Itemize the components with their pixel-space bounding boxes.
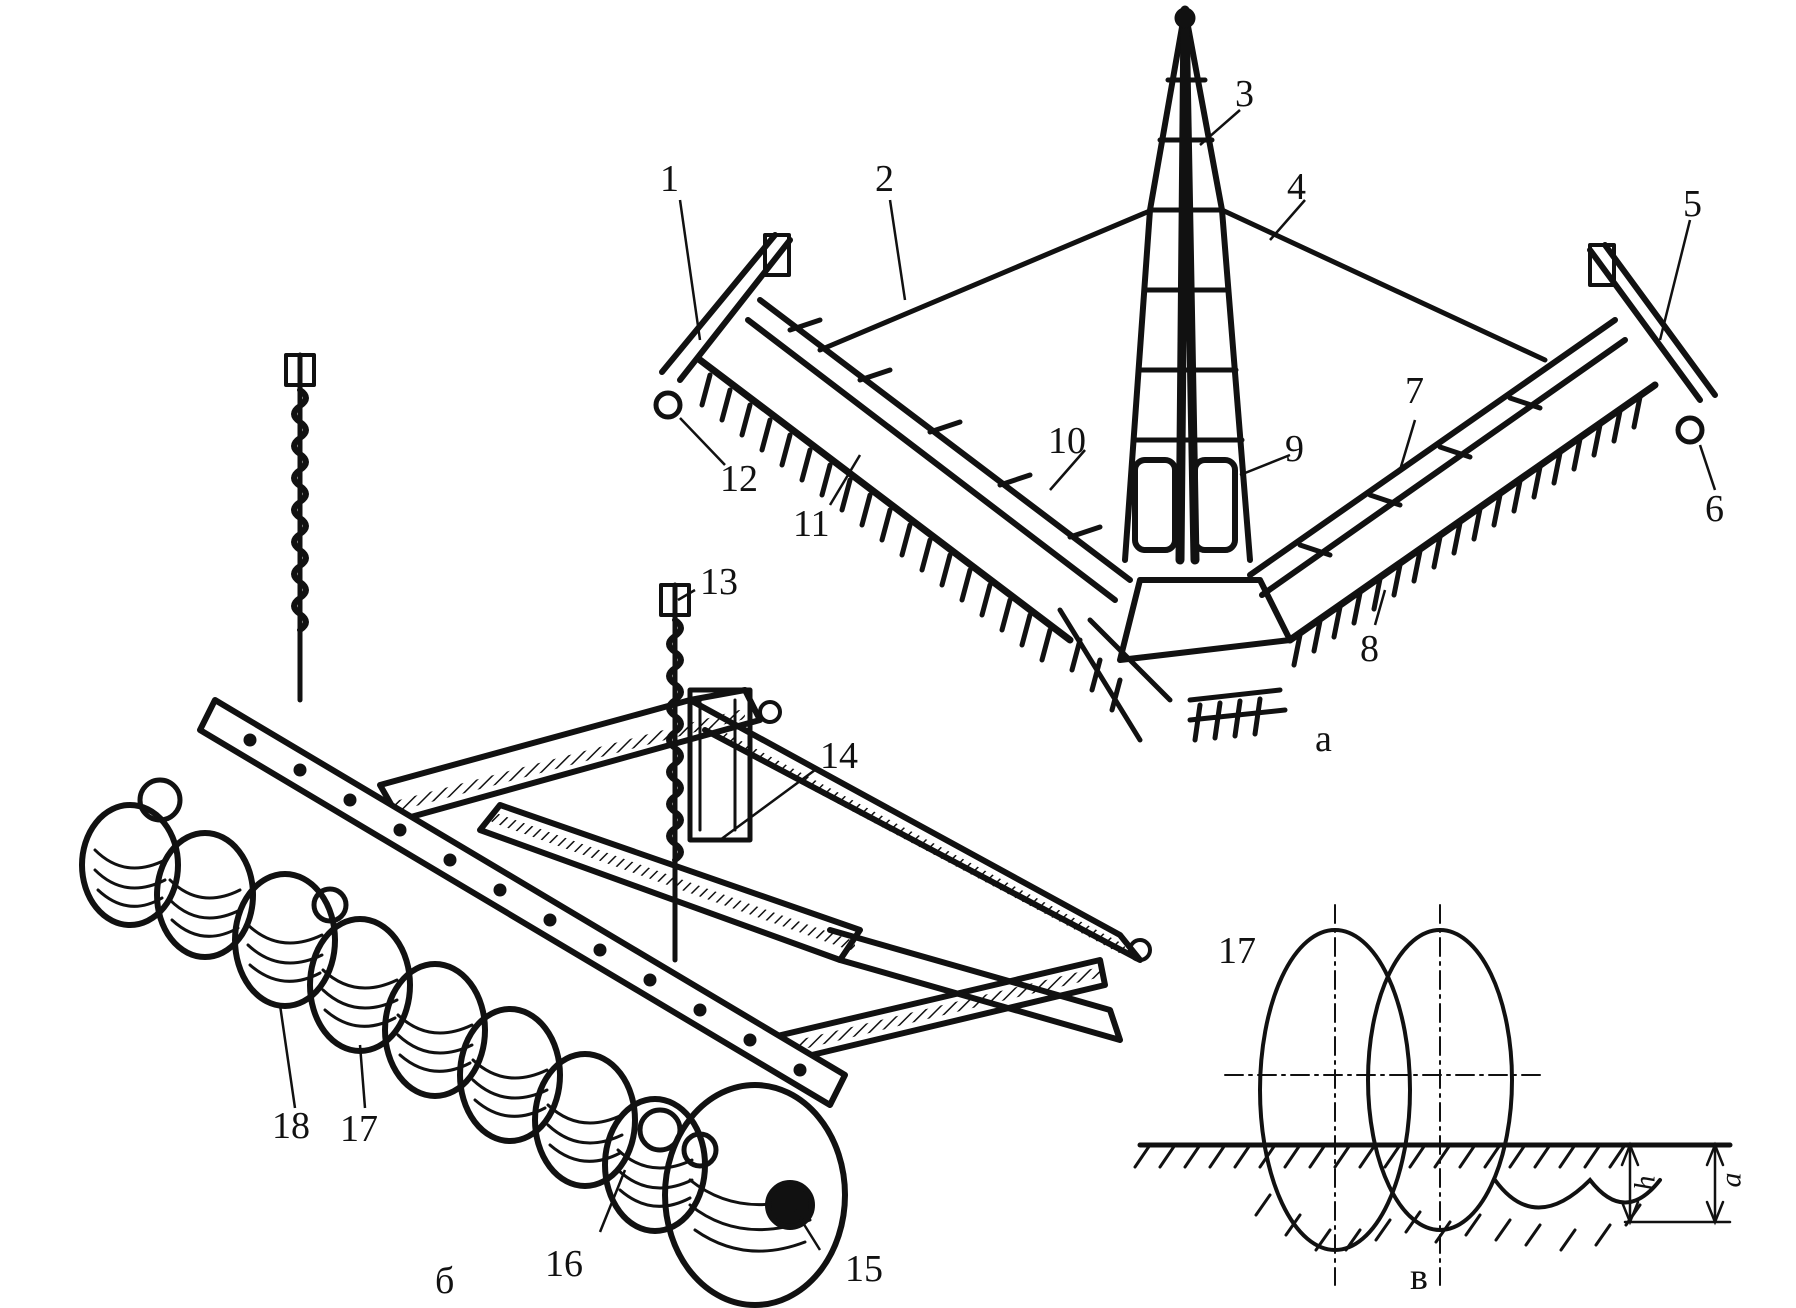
soil-hatching: [1133, 1143, 1627, 1169]
center-front-tines: [1057, 607, 1288, 743]
left-end-bracket: [653, 232, 793, 420]
left-harrow-beam: [696, 297, 1133, 644]
callout-3: 3: [1235, 73, 1254, 115]
dimension-marks: [1620, 1141, 1732, 1226]
disc-label-17: 17: [1218, 930, 1256, 972]
panel-b-leaders: [278, 588, 822, 1251]
panel-b-disc-harrow: [79, 352, 1152, 1308]
callout-15: 15: [845, 1248, 883, 1290]
center-lines: [1224, 904, 1546, 1286]
callout-14: 14: [820, 735, 858, 777]
panel-a-leaders: [678, 109, 1717, 626]
panel-label-a: a: [1315, 718, 1332, 760]
left-spring-rod: [284, 352, 316, 703]
callout-6: 6: [1705, 488, 1724, 530]
left-tine-row: [699, 372, 1053, 663]
callout-10: 10: [1048, 420, 1086, 462]
callout-9: 9: [1285, 428, 1304, 470]
callout-11: 11: [793, 503, 830, 545]
disc-spools: [137, 777, 719, 1169]
callout-18: 18: [272, 1105, 310, 1147]
dimension-h: h: [1628, 1175, 1662, 1191]
callout-4: 4: [1287, 166, 1306, 208]
panel-label-b: б: [435, 1260, 455, 1302]
right-harrow-beam: [1247, 317, 1659, 644]
right-brace-rod: [1219, 207, 1548, 363]
callout-2: 2: [875, 158, 894, 200]
disc: [79, 802, 181, 928]
dimension-a: a: [1714, 1172, 1748, 1188]
right-tine-row: [1291, 394, 1643, 668]
furrow-profile: [1254, 1193, 1642, 1252]
callout-12: 12: [720, 458, 758, 500]
central-drawbar: [1122, 5, 1253, 565]
callout-16: 16: [545, 1243, 583, 1285]
callout-1: 1: [660, 158, 679, 200]
right-end-bracket: [1587, 242, 1718, 445]
callout-13: 13: [700, 561, 738, 603]
panel-a-harrow-assembly: [653, 5, 1718, 743]
disc: [662, 1082, 848, 1308]
left-brace-rod: [817, 207, 1155, 353]
panel-c-schematic: [1133, 904, 1733, 1286]
ridge-curve: [1493, 1176, 1662, 1210]
callout-5: 5: [1683, 183, 1702, 225]
disc: [154, 830, 256, 960]
callout-17: 17: [340, 1108, 378, 1150]
disc-gang: [79, 802, 848, 1308]
panel-label-c: в: [1410, 1256, 1428, 1298]
gang-bar: [197, 697, 848, 1108]
callout-7: 7: [1405, 370, 1424, 412]
center-hitch-plate: [1117, 577, 1293, 663]
callout-8: 8: [1360, 628, 1379, 670]
disc: [532, 1051, 638, 1189]
